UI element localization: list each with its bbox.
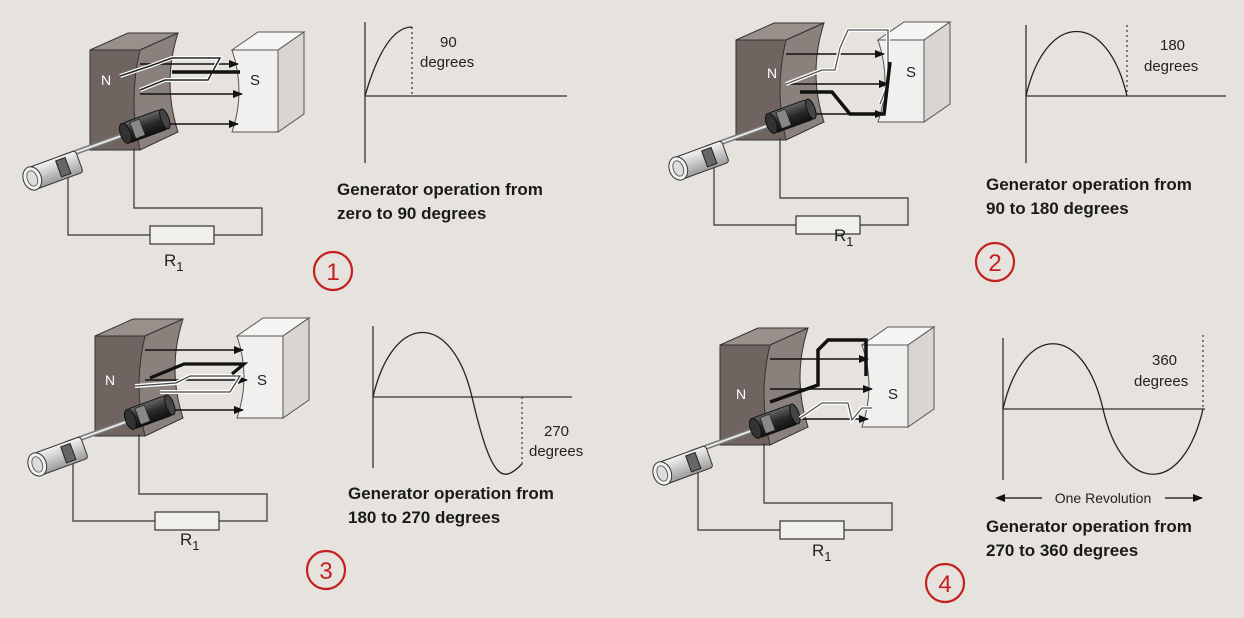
waveform-curve — [1025, 30, 1128, 97]
step-badge — [312, 250, 354, 292]
armature-loop — [134, 375, 242, 393]
pole-s-label: S — [888, 386, 898, 403]
angle-unit: degrees — [1134, 373, 1188, 390]
resistor-label: R1 — [812, 541, 832, 564]
caption-line-1: Generator operation from — [348, 484, 554, 503]
caption-line-2: 90 to 180 degrees — [986, 199, 1129, 218]
pole-s-label: S — [250, 72, 260, 89]
caption-line-2: 270 to 360 degrees — [986, 541, 1138, 560]
armature-loop — [119, 57, 222, 91]
angle-value: 270 — [544, 423, 569, 440]
pole-s-label: S — [906, 64, 916, 81]
resistor-label: R1 — [164, 251, 184, 274]
pole-n-label: N — [767, 65, 777, 81]
caption-line-1: Generator operation from — [337, 180, 543, 199]
pole-n-label: N — [736, 386, 746, 402]
panel-3: N S R1 270 degrees Generator operation f… — [25, 318, 583, 591]
generator-apparatus — [666, 22, 950, 234]
armature-loop-outline — [798, 401, 872, 425]
pole-n-label: N — [105, 372, 115, 388]
armature-loop — [799, 402, 872, 422]
pole-n-label: N — [101, 72, 111, 88]
angle-value: 180 — [1160, 37, 1185, 54]
waveform-curve — [372, 331, 523, 475]
step-badge — [924, 562, 966, 604]
step-badge — [974, 241, 1016, 283]
caption-line-2: 180 to 270 degrees — [348, 508, 500, 527]
step-number: 2 — [988, 250, 1001, 277]
waveform-curve — [364, 26, 413, 97]
step-number: 3 — [319, 558, 332, 585]
pole-s-label: S — [257, 372, 267, 389]
angle-unit: degrees — [1144, 58, 1198, 75]
angle-value: 90 — [440, 34, 457, 51]
waveform-curve — [1002, 343, 1204, 475]
angle-value: 360 — [1152, 352, 1177, 369]
armature-conductor — [800, 61, 892, 116]
caption-line-1: Generator operation from — [986, 175, 1192, 194]
step-number: 4 — [938, 571, 951, 598]
angle-unit: degrees — [529, 443, 583, 460]
resistor-label: R1 — [834, 226, 854, 249]
armature-conductor — [769, 338, 868, 404]
resistor-label: R1 — [180, 530, 200, 553]
generator-apparatus — [650, 327, 934, 539]
caption-line-1: Generator operation from — [986, 517, 1192, 536]
caption-line-2: zero to 90 degrees — [337, 204, 486, 223]
panel-2: N S R1 180 degrees Generator operation f… — [666, 22, 1226, 283]
generator-apparatus — [25, 318, 309, 530]
panel-1: N S R1 90 degrees Generator operation fr… — [20, 22, 567, 292]
angle-unit: degrees — [420, 54, 474, 71]
armature-conductor — [149, 362, 249, 380]
panel-4: N S R1 360 degrees One Revolution Genera… — [650, 327, 1205, 604]
revolution-label: One Revolution — [1055, 490, 1152, 506]
step-badge — [305, 549, 347, 591]
step-number: 1 — [326, 259, 339, 286]
